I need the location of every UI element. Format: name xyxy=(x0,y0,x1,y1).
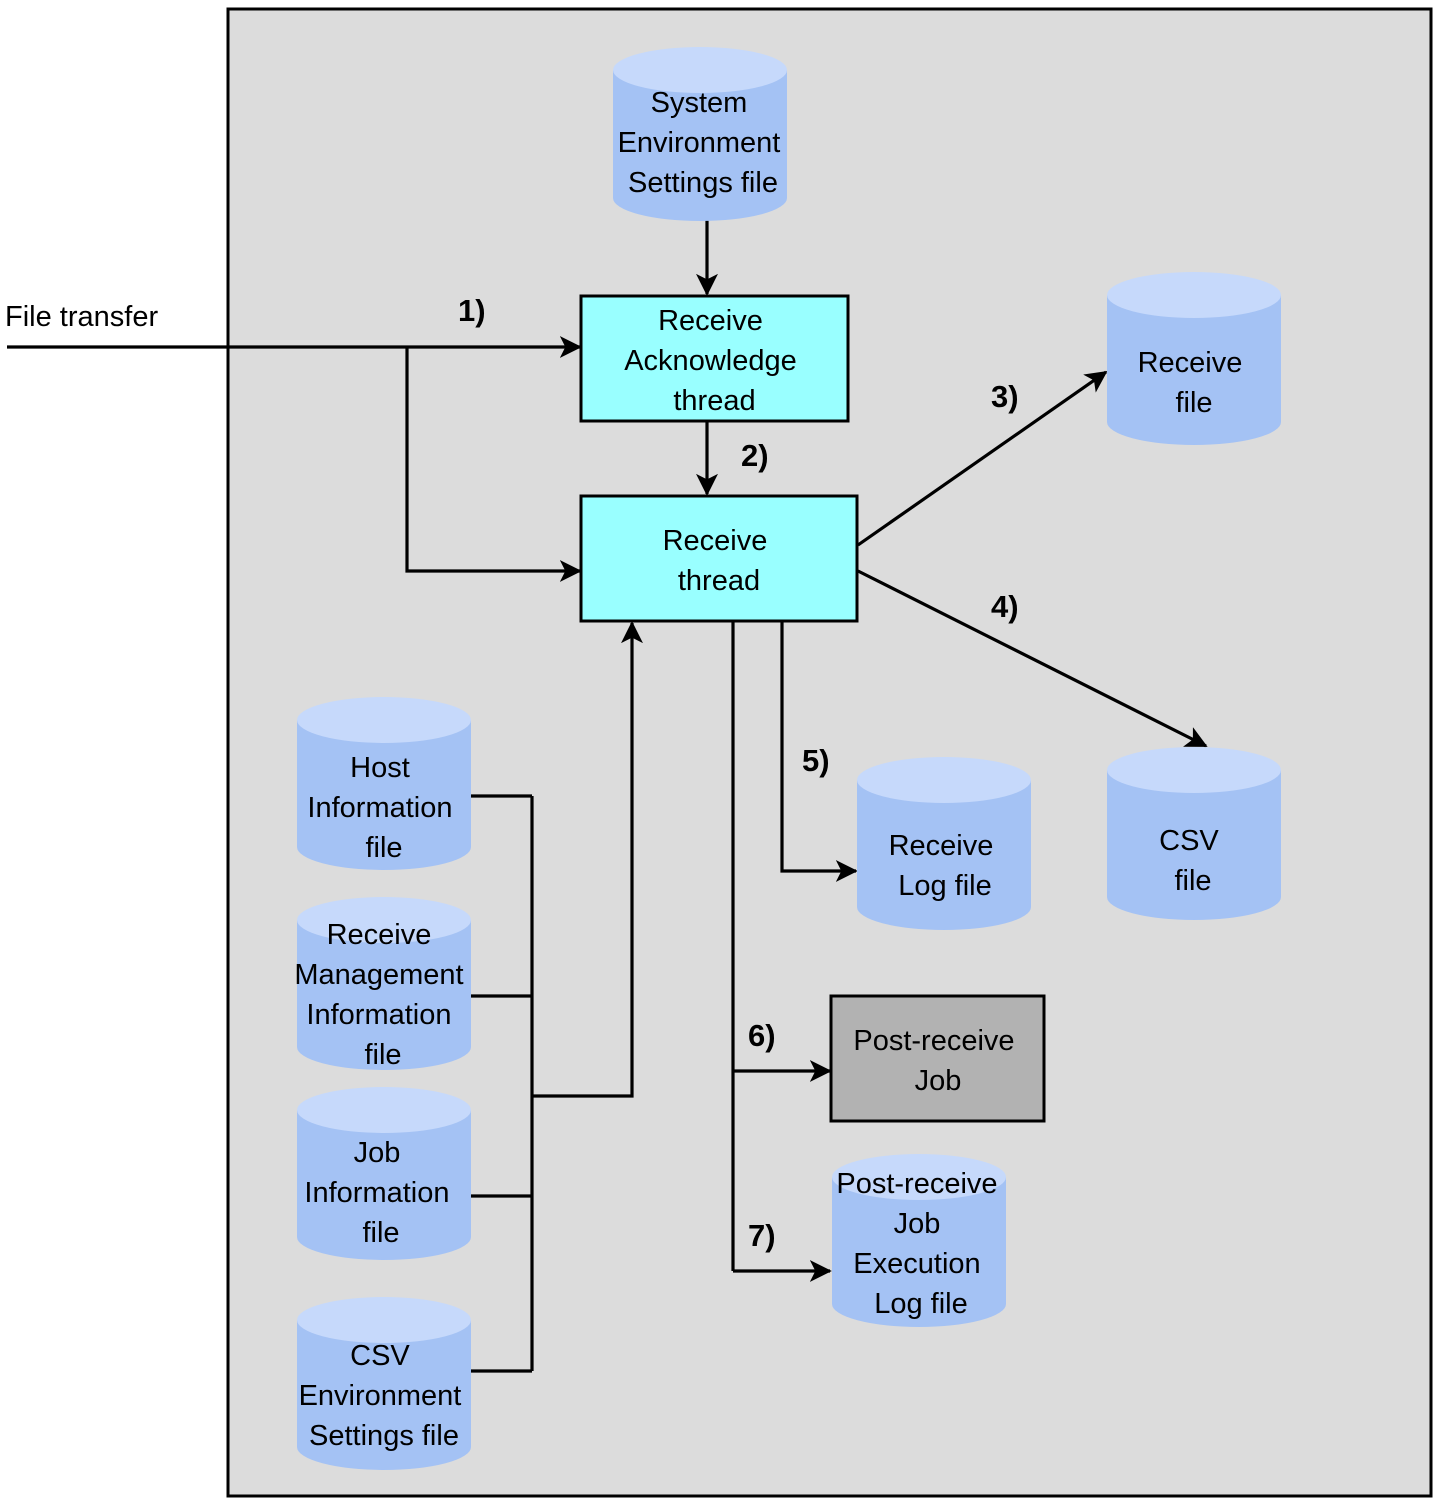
csv-file: CSV file xyxy=(1107,747,1281,920)
step-3-label: 3) xyxy=(991,379,1019,414)
svg-text:Job Information fi: Job Information file xyxy=(304,1137,457,1249)
host-information-file: Host Information file xyxy=(297,697,471,870)
step-7-label: 7) xyxy=(748,1218,776,1253)
receive-log-file: Receive Log file xyxy=(857,757,1031,930)
step-5-label: 5) xyxy=(802,743,830,778)
receive-management-information-file: Receive Management Information file xyxy=(294,897,471,1071)
receive-to-log-arrow xyxy=(780,622,858,882)
step-6-label: 6) xyxy=(748,1018,776,1053)
svg-text:Receive thread: Receive thread xyxy=(663,525,776,597)
receive-acknowledge-thread-box: Receive Acknowledge thread xyxy=(579,294,850,423)
file-transfer-label: File transfer xyxy=(5,301,158,333)
svg-text:CSV Environment Se: CSV Environment Settings file xyxy=(299,1340,470,1452)
receive-to-csvfile-arrow xyxy=(857,569,1208,748)
svg-text:Receive Log file: Receive Log file xyxy=(889,830,1002,902)
step-1-label: 1) xyxy=(458,293,486,328)
file-transfer-branch xyxy=(405,347,582,582)
svg-text:Receive Management: Receive Management Information file xyxy=(294,919,471,1071)
system-environment-settings-file: System Environment Settings file xyxy=(613,47,789,221)
svg-text:Host Information f: Host Information file xyxy=(307,752,460,864)
svg-text:Post-receive Job E: Post-receive Job Execution Log file xyxy=(836,1168,1005,1320)
step-2-label: 2) xyxy=(741,438,769,473)
post-receive-job-box: Post-receive Job xyxy=(829,994,1046,1123)
svg-text:Receive file: Receive file xyxy=(1138,347,1251,419)
step-4-label: 4) xyxy=(991,589,1019,624)
receive-to-receivefile-arrow xyxy=(857,370,1108,547)
info-bus-to-receive-arrow xyxy=(532,621,643,1098)
svg-text:Post-receive Job: Post-receive Job xyxy=(853,1025,1022,1097)
receive-file: Receive file xyxy=(1107,272,1281,445)
svg-text:Receive Acknowledge: Receive Acknowledge thread xyxy=(624,305,805,417)
svg-text:System Environment: System Environment Settings file xyxy=(618,87,789,199)
job-information-file: Job Information file xyxy=(297,1087,471,1260)
receive-thread-box: Receive thread xyxy=(579,494,859,623)
post-receive-job-execution-log-file: Post-receive Job Execution Log file xyxy=(832,1154,1006,1327)
svg-text:CSV file: CSV file xyxy=(1159,825,1227,897)
csv-environment-settings-file: CSV Environment Settings file xyxy=(297,1297,471,1470)
